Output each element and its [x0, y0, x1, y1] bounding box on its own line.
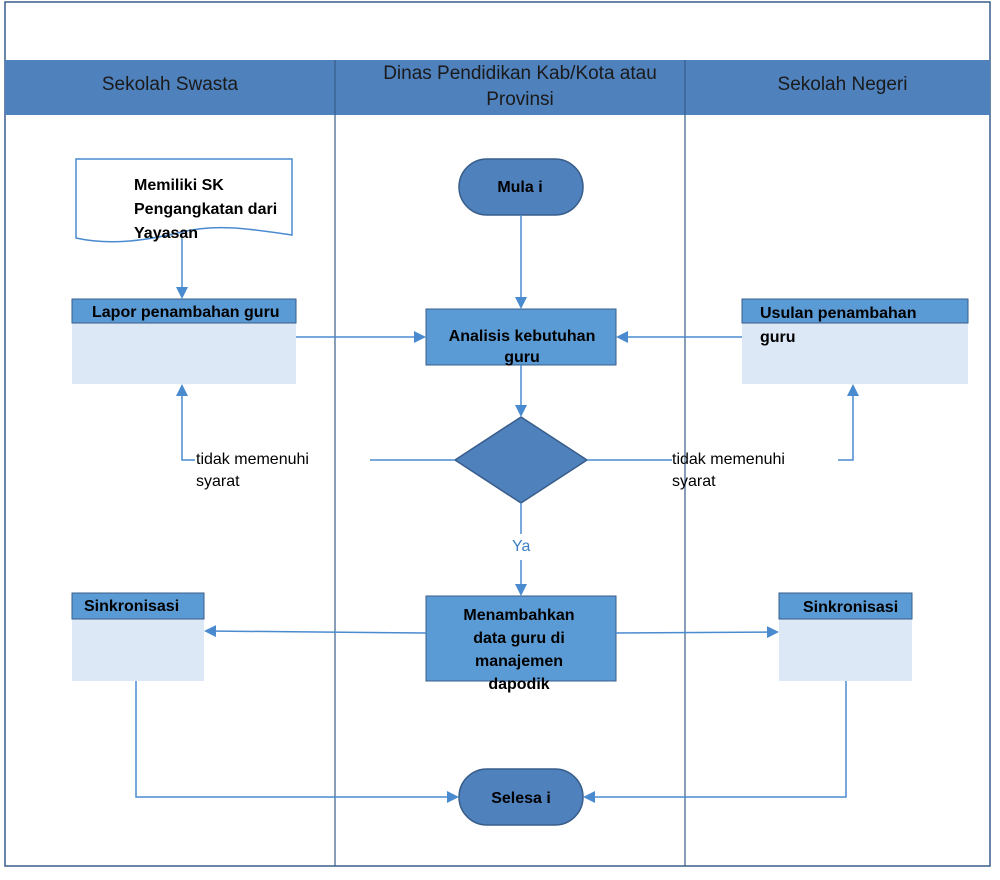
connector-decision-to-usulan-return [838, 384, 859, 461]
connector-menambahkan-to-sinkron-right [615, 626, 779, 639]
document-label: Memiliki SK Pengangkatan dari Yayasan [134, 177, 278, 242]
sinkron-left-label: Sinkronisasi [84, 598, 180, 615]
usulan-box-header [741, 298, 969, 324]
lane-title-sekolah-negeri: Sekolah Negeri [777, 74, 908, 95]
start-label: Mula i [497, 179, 543, 196]
analisis-label: Analisis kebutuhan guru [448, 328, 596, 366]
lapor-box-header [71, 298, 297, 324]
connector-menambahkan-to-sinkron-left [204, 625, 427, 638]
tidak-memenuhi-right-label: tidak memenuhi syarat [672, 451, 785, 490]
menambahkan-process-box [425, 595, 617, 682]
ya-label: Ya [512, 538, 531, 555]
connector-decision-to-lapor-return [176, 384, 195, 461]
tidak-memenuhi-left-label: tidak memenuhi syarat [196, 451, 309, 490]
connector-sinkron-left-to-end [135, 681, 459, 803]
analisis-process-box [425, 308, 617, 366]
sinkron-left-header [71, 592, 205, 620]
usulan-label: Usulan penambahan guru [760, 305, 917, 346]
lane-title-sekolah-swasta: Sekolah Swasta [101, 74, 239, 95]
end-label: Selesa i [491, 790, 551, 807]
menambahkan-label: Menambahkan data guru di manajemen dapod… [463, 607, 575, 693]
sinkron-right-header [778, 592, 913, 620]
lane-title-dinas-pendidikan: Dinas Pendidikan Kab/Kota atau Provinsi [383, 63, 657, 110]
connector-sinkron-right-to-end [583, 681, 847, 803]
document-shape [75, 158, 293, 243]
lane-header-band [5, 60, 990, 115]
lapor-label: Lapor penambahan guru [92, 304, 280, 321]
sinkron-right-label: Sinkronisasi [803, 599, 899, 616]
